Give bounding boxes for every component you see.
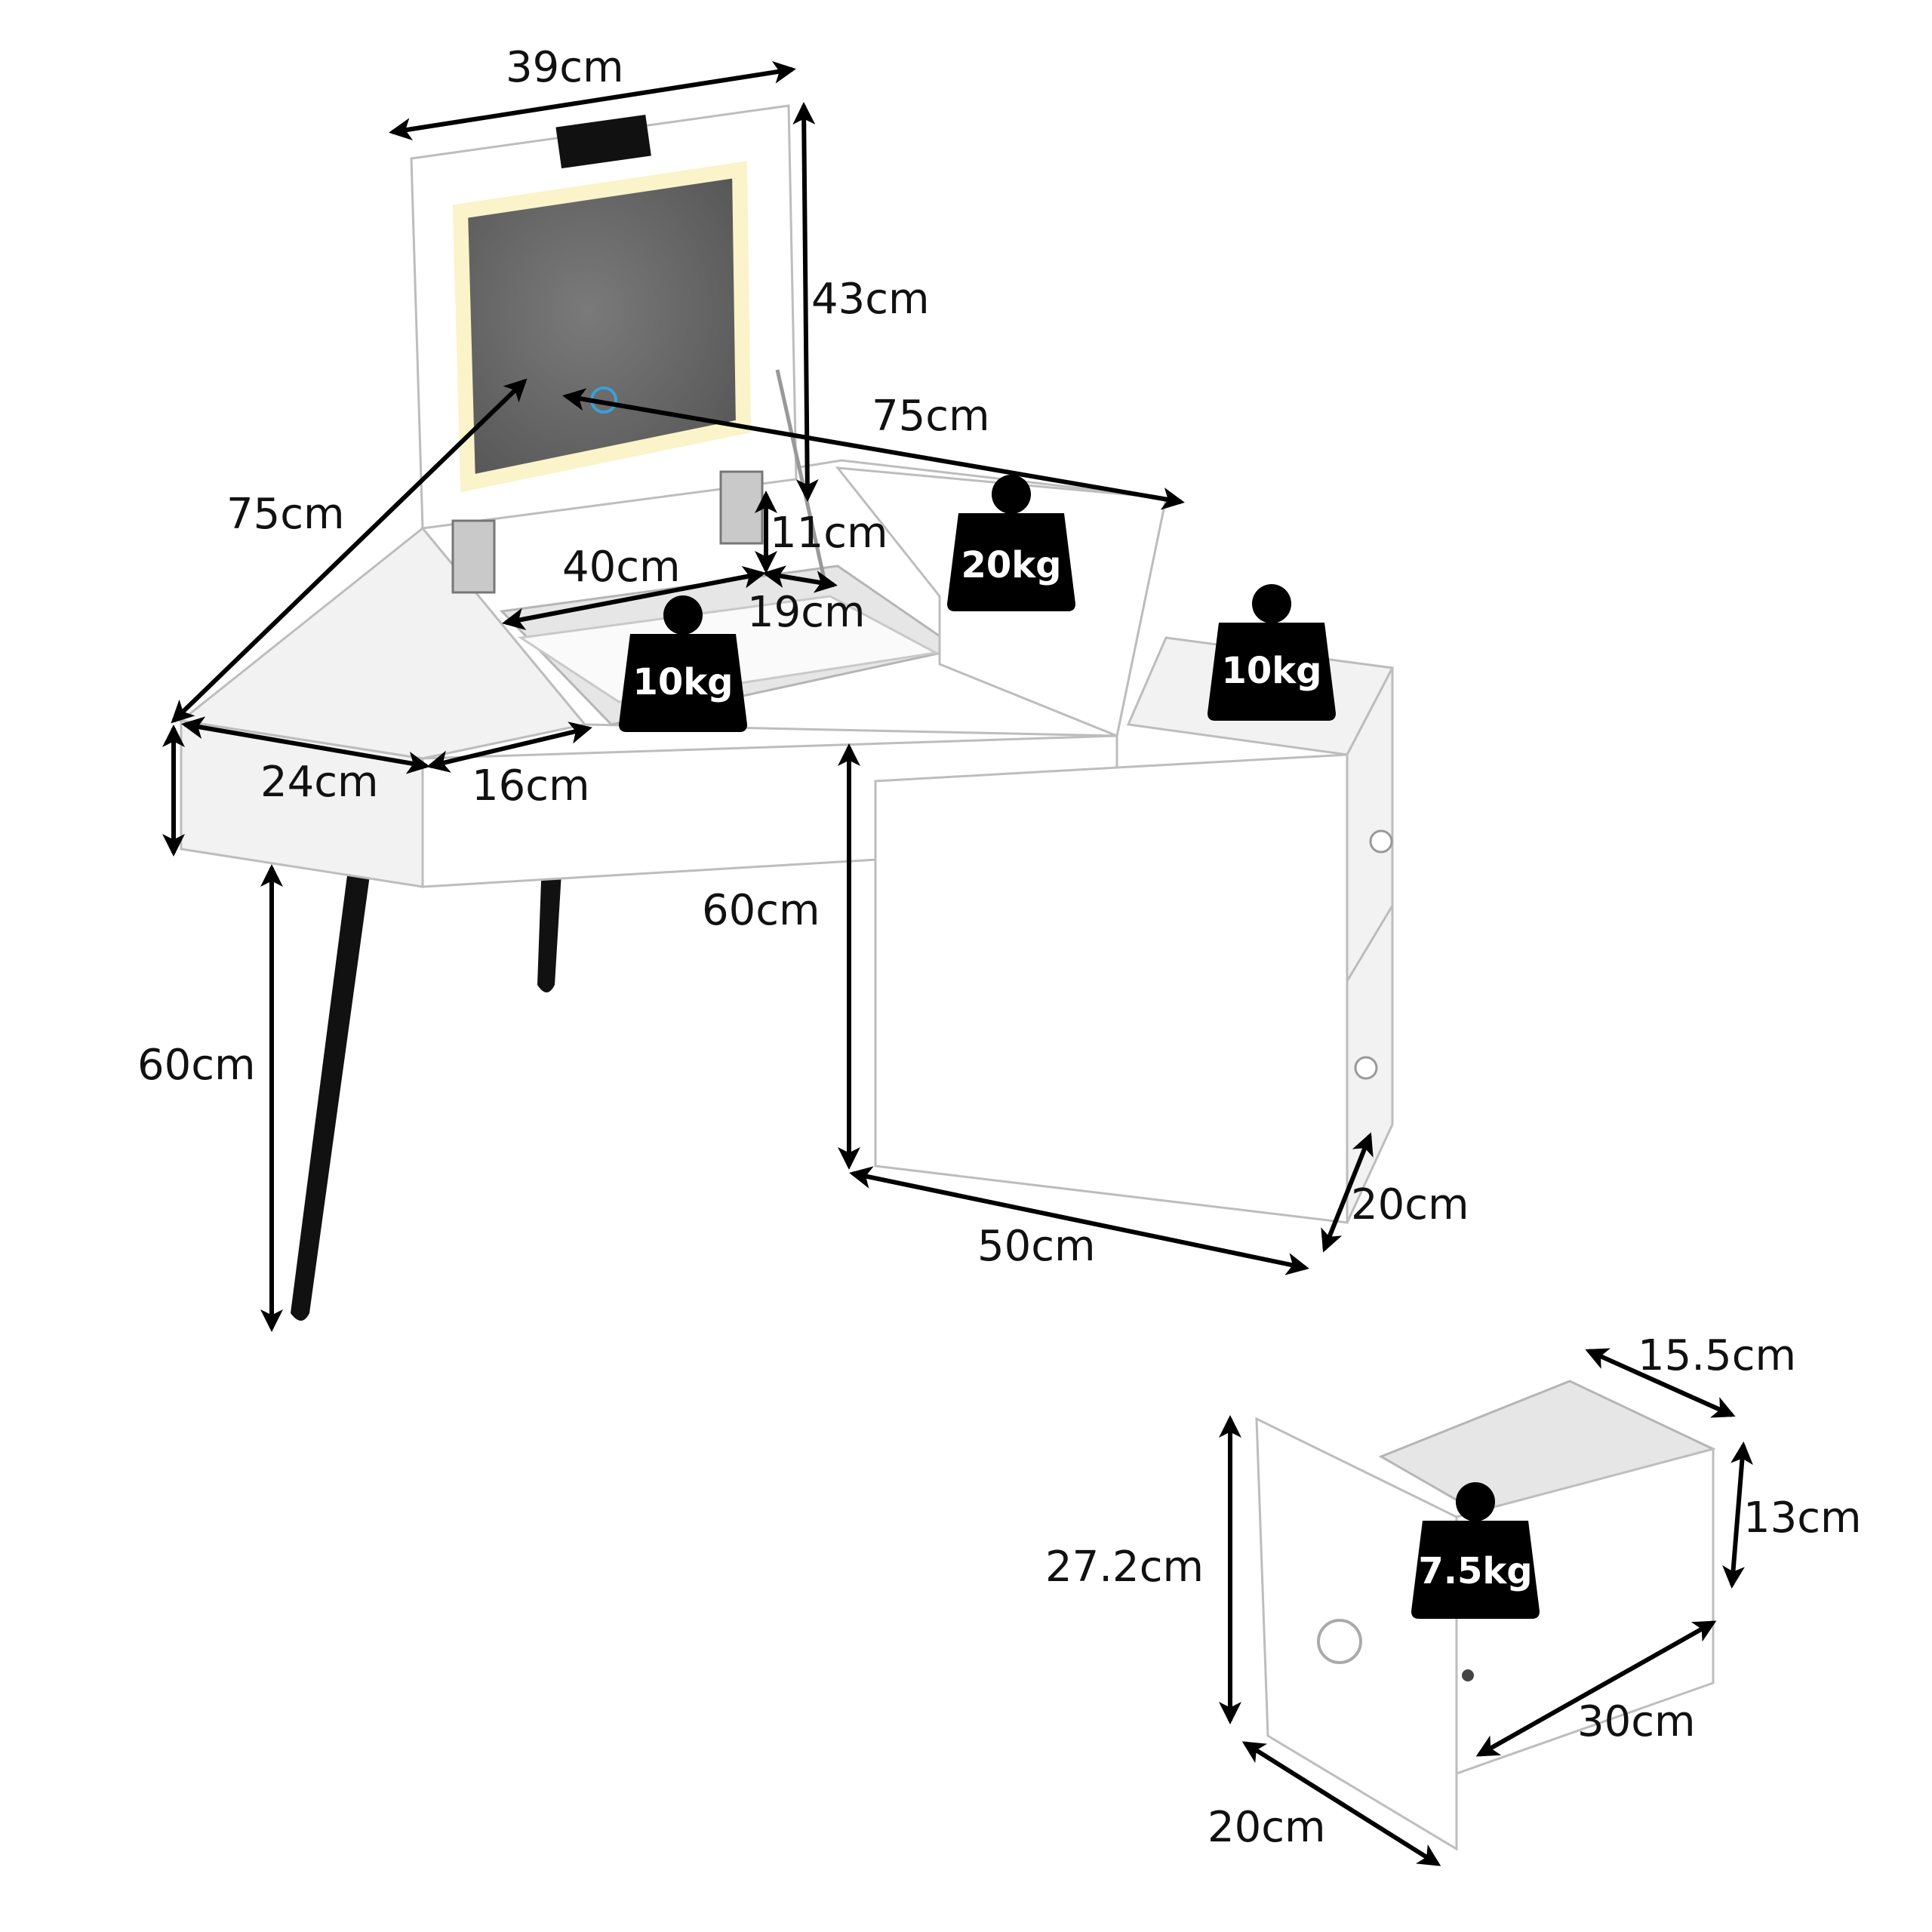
- arrow-drawer-inner-height: [1722, 1441, 1753, 1589]
- label-drawer-front-height: 27.2cm: [1045, 1543, 1204, 1592]
- weight-badges: 10kg 20kg 10kg 7.5kg: [619, 475, 1540, 1619]
- label-drawer-width: 15.5cm: [1638, 1331, 1796, 1380]
- side-box-load-badge: 20kg: [947, 475, 1075, 611]
- drawer-screw-icon: [1462, 1669, 1474, 1681]
- label-top-depth-right: 75cm: [872, 392, 990, 441]
- label-front-segment: 16cm: [472, 761, 590, 811]
- label-compartment-width: 40cm: [562, 543, 681, 592]
- hinge-right-icon: [719, 470, 764, 545]
- cabinet-top-load-badge: 10kg: [1208, 584, 1336, 721]
- label-side-wing: 24cm: [260, 758, 379, 807]
- dimension-arrows: [162, 61, 1753, 1866]
- arrow-cabinet-depth: [1321, 1132, 1374, 1253]
- left-front-leg: [291, 875, 370, 1321]
- drawer-knob-top-icon: [1369, 829, 1393, 854]
- arrow-side-wing: [181, 716, 430, 774]
- label-mirror-height: 43cm: [811, 275, 930, 324]
- arrow-compartment-width: [502, 565, 766, 631]
- label-compartment-depth: 19cm: [747, 588, 866, 637]
- label-leg-height: 60cm: [137, 1041, 256, 1090]
- label-mirror-width: 39cm: [506, 43, 624, 92]
- drawer-load-text: 7.5kg: [1418, 1550, 1532, 1592]
- label-cabinet-depth: 20cm: [1351, 1180, 1469, 1229]
- label-drawer-length: 30cm: [1577, 1697, 1696, 1746]
- label-drawer-front-width: 20cm: [1208, 1803, 1326, 1852]
- compartment-load-text: 10kg: [632, 661, 733, 703]
- rear-leg: [537, 860, 562, 992]
- hinge-left-icon: [451, 519, 496, 594]
- mirror-glass: [452, 161, 752, 493]
- side-box-load-text: 20kg: [961, 544, 1061, 586]
- drawer-load-badge: 7.5kg: [1411, 1482, 1540, 1619]
- label-top-depth-left: 75cm: [226, 490, 345, 539]
- arrow-cabinet-width: [849, 1166, 1309, 1275]
- drawer-knob-icon: [1317, 1619, 1362, 1664]
- label-drawer-inner-height: 13cm: [1743, 1494, 1862, 1543]
- drawer-knob-bottom-icon: [1354, 1056, 1378, 1080]
- dimension-labels: 39cm 43cm 75cm 75cm 11cm 40cm 19cm 24cm …: [137, 43, 1862, 1852]
- arrow-drawer-length: [1475, 1620, 1717, 1757]
- arrow-front-segment: [426, 721, 592, 773]
- arrow-compartment-depth: [762, 565, 838, 593]
- arrow-mirror-width: [389, 61, 796, 140]
- label-compartment-height: 11cm: [770, 509, 888, 558]
- compartment-load-badge: 10kg: [619, 595, 747, 732]
- drawer-divider: [1346, 905, 1394, 982]
- cabinet-top-load-text: 10kg: [1221, 650, 1321, 692]
- arrow-drawer-width: [1585, 1348, 1736, 1418]
- arrow-drawer-front-width: [1241, 1741, 1441, 1866]
- arrow-top-depth-right: [562, 388, 1185, 510]
- cabinet-front: [874, 753, 1349, 1224]
- arrow-top-depth-left: [171, 378, 528, 724]
- label-cabinet-width: 50cm: [977, 1222, 1096, 1271]
- label-cabinet-height: 60cm: [702, 886, 820, 935]
